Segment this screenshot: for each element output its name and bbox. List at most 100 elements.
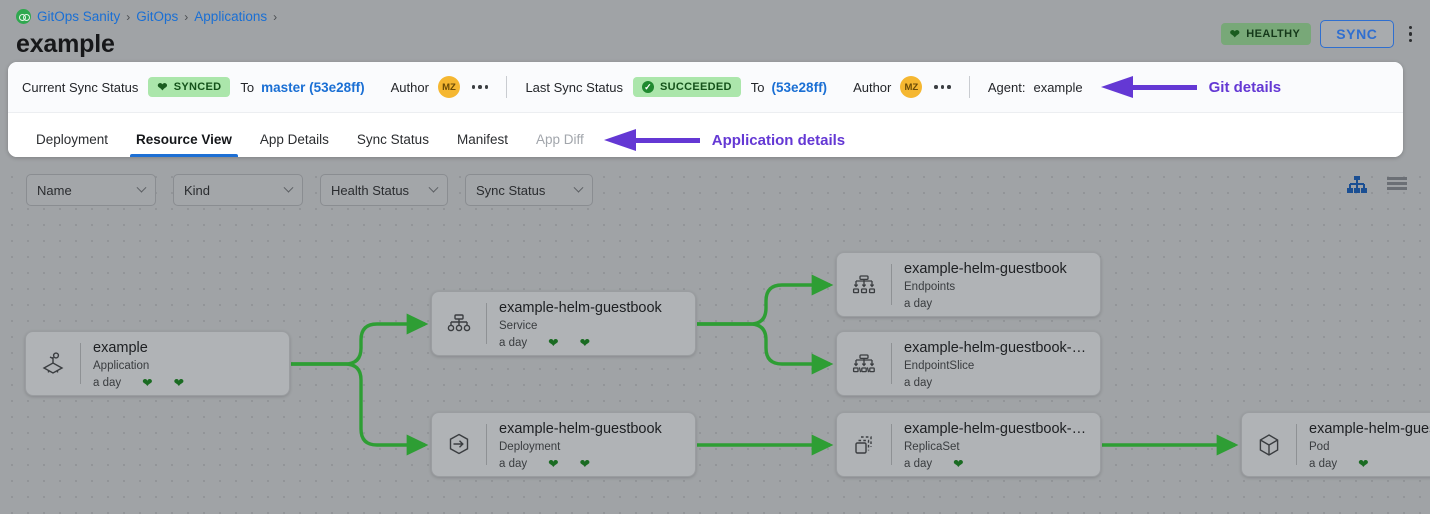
endpoints-icon — [837, 271, 891, 299]
node-meta: a day — [904, 377, 1090, 389]
tab-sync-status[interactable]: Sync Status — [356, 132, 429, 147]
left-arrow-annotation — [1100, 76, 1197, 98]
graph-node-application[interactable]: example Application a day ❤ ❤ — [25, 331, 290, 396]
node-name: example-helm-guestbook — [499, 420, 662, 437]
view-toggle-group — [1346, 175, 1408, 195]
filter-name-select[interactable]: Name — [26, 174, 156, 206]
breadcrumb-item-gitops-sanity[interactable]: GitOps Sanity — [37, 9, 121, 24]
divider — [486, 303, 487, 344]
agent-label: Agent: — [987, 79, 1026, 95]
tree-view-icon[interactable] — [1346, 175, 1368, 195]
node-kind: Endpoints — [904, 281, 956, 294]
application-icon — [26, 350, 80, 378]
current-sync-status-chip[interactable]: ❤ SYNCED — [148, 77, 231, 97]
filter-health-status-select[interactable]: Health Status — [320, 174, 448, 206]
graph-node-body: example-helm-guestbook-74… ReplicaSet a … — [892, 411, 1100, 478]
divider — [891, 424, 892, 465]
last-sync-status-chip-label: SUCCEEDED — [660, 81, 732, 93]
check-circle-icon: ✓ — [642, 81, 655, 93]
tab-manifest[interactable]: Manifest — [456, 132, 508, 147]
sync-heart-icon: ❤ — [579, 456, 591, 471]
endpointslice-icon — [837, 350, 891, 378]
last-author-label: Author — [853, 79, 892, 95]
graph-node-endpoints[interactable]: example-helm-guestbook Endpoints a day — [836, 252, 1101, 317]
graph-node-body: example-helm-guestbook Endpoints a day — [892, 251, 1100, 318]
graph-node-body: example-helm-guestbook-ct… EndpointSlice… — [892, 330, 1100, 397]
node-age: a day — [499, 457, 528, 470]
chevron-down-icon — [428, 182, 439, 193]
health-heart-icon: ❤ — [953, 456, 964, 471]
last-sync-status-chip[interactable]: ✓ SUCCEEDED — [633, 77, 741, 97]
node-meta: a day — [904, 298, 1090, 310]
health-heart-icon: ❤ — [548, 335, 559, 350]
replicaset-icon — [837, 431, 891, 459]
current-to-label: To — [240, 79, 255, 95]
health-heart-icon: ❤ — [1358, 456, 1369, 471]
kebab-menu-icon[interactable] — [1403, 23, 1419, 46]
sync-heart-icon: ❤ — [579, 335, 591, 350]
list-view-icon[interactable] — [1386, 176, 1408, 194]
graph-node-replicaset[interactable]: example-helm-guestbook-74… ReplicaSet a … — [836, 412, 1101, 477]
node-name: example-helm-guestbook — [904, 261, 1067, 278]
avatar[interactable]: MZ — [900, 76, 923, 98]
status-badge-label: HEALTHY — [1246, 28, 1301, 40]
node-meta: a day ❤ — [1309, 458, 1430, 471]
node-meta: a day ❤ — [904, 458, 1090, 471]
divider — [506, 76, 508, 98]
node-name: example — [93, 339, 148, 356]
node-name: example-helm-guestbook-ct… — [904, 340, 1090, 357]
node-age: a day — [93, 376, 122, 389]
graph-node-service[interactable]: example-helm-guestbook Service a day ❤ ❤ — [431, 291, 696, 356]
filter-health-status-label: Health Status — [331, 182, 410, 198]
git-details-annotation: Git details — [1100, 76, 1281, 98]
graph-node-endpointslice[interactable]: example-helm-guestbook-ct… EndpointSlice… — [836, 331, 1101, 396]
ellipsis-icon[interactable] — [471, 85, 489, 89]
left-arrow-annotation — [603, 129, 700, 151]
last-revision-link[interactable]: (53e28ff) — [771, 79, 828, 95]
chevron-down-icon — [573, 182, 584, 193]
filter-kind-select[interactable]: Kind — [173, 174, 303, 206]
filter-sync-status-select[interactable]: Sync Status — [465, 174, 593, 206]
breadcrumb-separator: › — [126, 9, 131, 24]
current-sync-status-chip-label: SYNCED — [173, 81, 222, 93]
breadcrumb-item-gitops[interactable]: GitOps — [136, 9, 179, 24]
current-sync-status-label: Current Sync Status — [22, 79, 139, 95]
graph-node-pod[interactable]: example-helm-guest Pod a day ❤ — [1241, 412, 1430, 477]
node-age: a day — [904, 376, 933, 389]
avatar[interactable]: MZ — [437, 76, 460, 98]
resource-graph-canvas[interactable]: Name Kind Health Status Sync Status — [0, 165, 1430, 514]
last-sync-status-label: Last Sync Status — [525, 79, 624, 95]
node-name: example-helm-guest — [1309, 420, 1430, 437]
tab-app-diff[interactable]: App Diff — [535, 132, 584, 147]
filter-kind-label: Kind — [184, 182, 211, 198]
tab-bar: Deployment Resource View App Details Syn… — [8, 112, 1403, 157]
node-age: a day — [904, 457, 933, 470]
node-kind: Deployment — [499, 440, 561, 453]
divider — [968, 76, 970, 98]
node-kind: Pod — [1309, 440, 1330, 453]
node-age: a day — [499, 336, 528, 349]
agent-value: example — [1033, 79, 1083, 95]
sync-status-bar: Current Sync Status ❤ SYNCED To master (… — [8, 62, 1403, 112]
divider — [80, 343, 81, 384]
health-heart-icon: ❤ — [142, 375, 153, 390]
sync-button[interactable]: SYNC — [1320, 20, 1394, 48]
ellipsis-icon[interactable] — [934, 85, 951, 89]
sync-heart-icon: ❤ — [173, 375, 185, 390]
node-meta: a day ❤ ❤ — [93, 377, 279, 390]
graph-node-deployment[interactable]: example-helm-guestbook Deployment a day … — [431, 412, 696, 477]
header-actions: ❤ HEALTHY SYNC — [1220, 20, 1419, 48]
tab-resource-view[interactable]: Resource View — [122, 132, 246, 157]
breadcrumb-item-applications[interactable]: Applications — [194, 9, 268, 24]
breadcrumb-separator: › — [184, 9, 189, 24]
health-heart-icon: ❤ — [548, 456, 559, 471]
chevron-down-icon — [136, 182, 147, 193]
application-details-annotation: Application details — [603, 129, 845, 157]
current-revision-link[interactable]: master (53e28ff) — [261, 79, 365, 95]
tab-deployment[interactable]: Deployment — [36, 132, 109, 147]
breadcrumb: GitOps Sanity › GitOps › Applications › — [16, 9, 277, 24]
node-meta: a day ❤ ❤ — [499, 458, 685, 471]
node-meta: a day ❤ ❤ — [499, 337, 685, 350]
status-badge-healthy[interactable]: ❤ HEALTHY — [1220, 23, 1312, 45]
tab-app-details[interactable]: App Details — [259, 132, 329, 147]
